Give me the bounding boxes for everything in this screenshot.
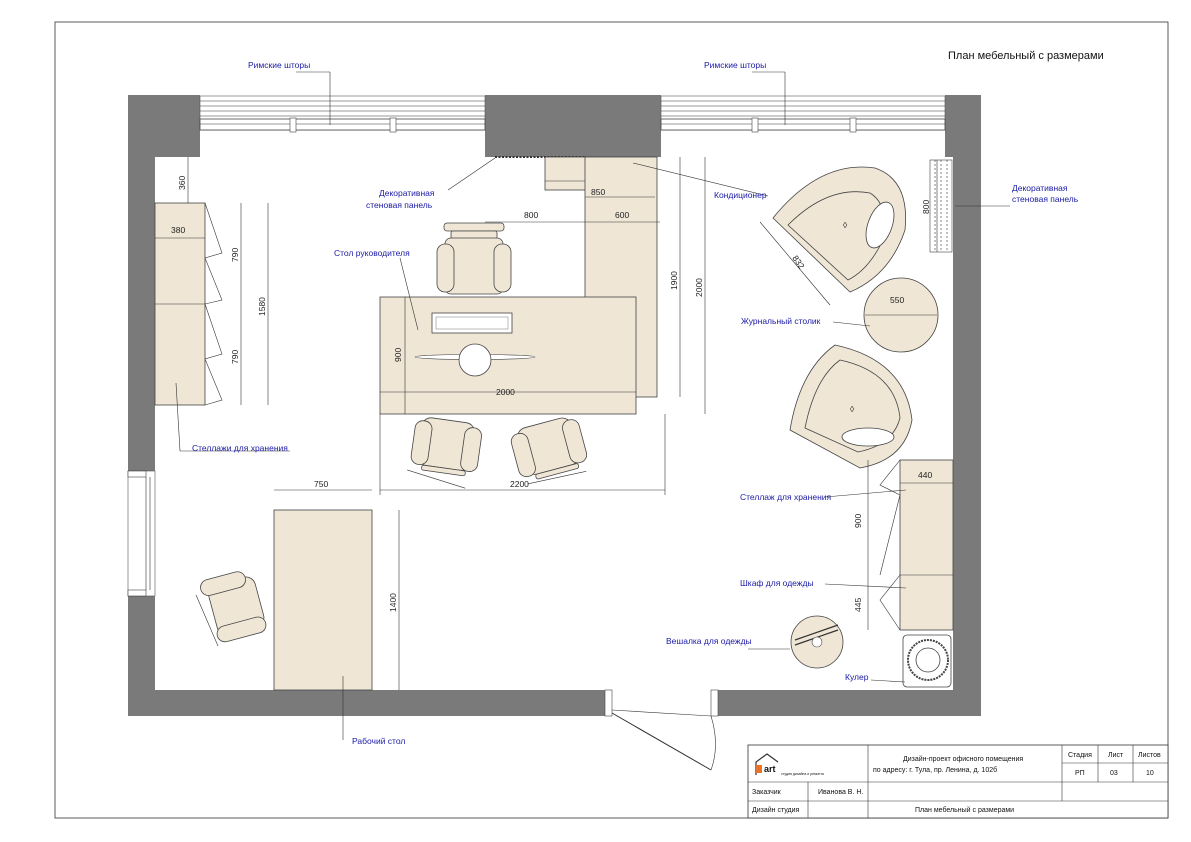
label-deco-panel-right-2: стеновая панель <box>1012 194 1079 204</box>
customer-label: Заказчик <box>752 789 782 796</box>
dim-1900: 1900 <box>669 271 679 290</box>
label-deco-panel-top-2: стеновая панель <box>366 200 433 210</box>
label-cooler: Кулер <box>845 672 869 682</box>
dim-800: 800 <box>524 210 538 220</box>
sheet-frame <box>54 21 1169 819</box>
dim-900-right: 900 <box>853 514 863 528</box>
label-coffee-table: Журнальный столик <box>741 316 821 326</box>
door <box>604 689 719 771</box>
window-top-left <box>199 95 486 133</box>
sheet-header: Лист <box>1108 752 1124 759</box>
label-deco-panel-right-1: Декоративная <box>1012 183 1068 193</box>
sheets-value: 10 <box>1146 770 1154 777</box>
logo-subtitle: студия дизайна и ремонта <box>781 772 824 776</box>
leader-lines <box>175 71 1010 740</box>
label-deco-panel-top-1: Декоративная <box>379 188 435 198</box>
project-line-2: по адресу: г. Тула, пр. Ленина, д. 102б <box>873 766 997 774</box>
manager-chair <box>436 222 512 295</box>
storage-right <box>879 459 954 631</box>
dim-2000-vertical: 2000 <box>694 278 704 297</box>
sheet-title: План мебельный с размерами <box>915 806 1014 814</box>
dim-1400: 1400 <box>388 593 398 612</box>
visitor-chair-right <box>510 417 588 485</box>
dim-380: 380 <box>171 225 185 235</box>
water-cooler <box>902 634 952 688</box>
page-title: План мебельный с размерами <box>948 50 1104 62</box>
dim-750: 750 <box>314 479 328 489</box>
armchair-top: ◊ <box>772 166 906 293</box>
dim-790-top: 790 <box>230 248 240 262</box>
dim-440: 440 <box>918 470 932 480</box>
dim-600: 600 <box>615 210 629 220</box>
stage-value: РП <box>1075 770 1085 777</box>
title-block: art студия дизайна и ремонта Дизайн-прое… <box>747 744 1169 819</box>
label-storage-right: Стеллаж для хранения <box>740 492 832 502</box>
coat-rack <box>790 615 844 669</box>
label-storage-left: Стеллажи для хранения <box>192 443 288 453</box>
customer-value: Иванова В. Н. <box>818 789 863 796</box>
dimension-lines <box>155 157 953 690</box>
storage-shelves-left <box>154 202 223 406</box>
sheets-header: Листов <box>1138 752 1161 759</box>
logo-text: art <box>764 764 776 774</box>
walls <box>128 95 981 716</box>
label-manager-desk: Стол руководителя <box>334 248 410 258</box>
dim-550: 550 <box>890 295 904 305</box>
dim-445: 445 <box>853 598 863 612</box>
dim-2000-horizontal: 2000 <box>496 387 515 397</box>
dim-832: 832 <box>790 253 806 271</box>
work-chair <box>195 571 267 647</box>
dim-2200: 2200 <box>510 479 529 489</box>
dim-360: 360 <box>177 176 187 190</box>
label-roman-blinds-left: Римские шторы <box>248 60 310 70</box>
window-top-right <box>660 95 946 133</box>
deco-panel-right <box>929 159 953 253</box>
dim-790-bottom: 790 <box>230 350 240 364</box>
dim-900-desk: 900 <box>393 348 403 362</box>
studio-label: Дизайн студия <box>752 806 800 814</box>
dim-1580: 1580 <box>257 297 267 316</box>
visitor-chair-left <box>407 417 482 489</box>
sheet-value: 03 <box>1110 770 1118 777</box>
label-wardrobe: Шкаф для одежды <box>740 578 814 588</box>
window-left <box>127 470 156 597</box>
desk-lamp <box>458 343 492 377</box>
work-desk <box>273 509 373 691</box>
label-air-conditioner: Кондиционер <box>714 190 767 200</box>
stage-header: Стадия <box>1068 752 1092 759</box>
svg-text:◊: ◊ <box>850 404 855 414</box>
label-roman-blinds-right: Римские шторы <box>704 60 766 70</box>
label-coat-rack: Вешалка для одежды <box>666 636 752 646</box>
dim-800-right: 800 <box>921 200 931 214</box>
armchair-bottom: ◊ <box>789 344 913 469</box>
dim-850: 850 <box>591 187 605 197</box>
project-line-1: Дизайн-проект офисного помещения <box>903 755 1023 763</box>
svg-text:◊: ◊ <box>843 220 848 230</box>
label-work-desk: Рабочий стол <box>352 736 405 746</box>
studio-logo: art студия дизайна и ремонта <box>755 753 824 776</box>
manager-desk-group <box>379 156 658 415</box>
